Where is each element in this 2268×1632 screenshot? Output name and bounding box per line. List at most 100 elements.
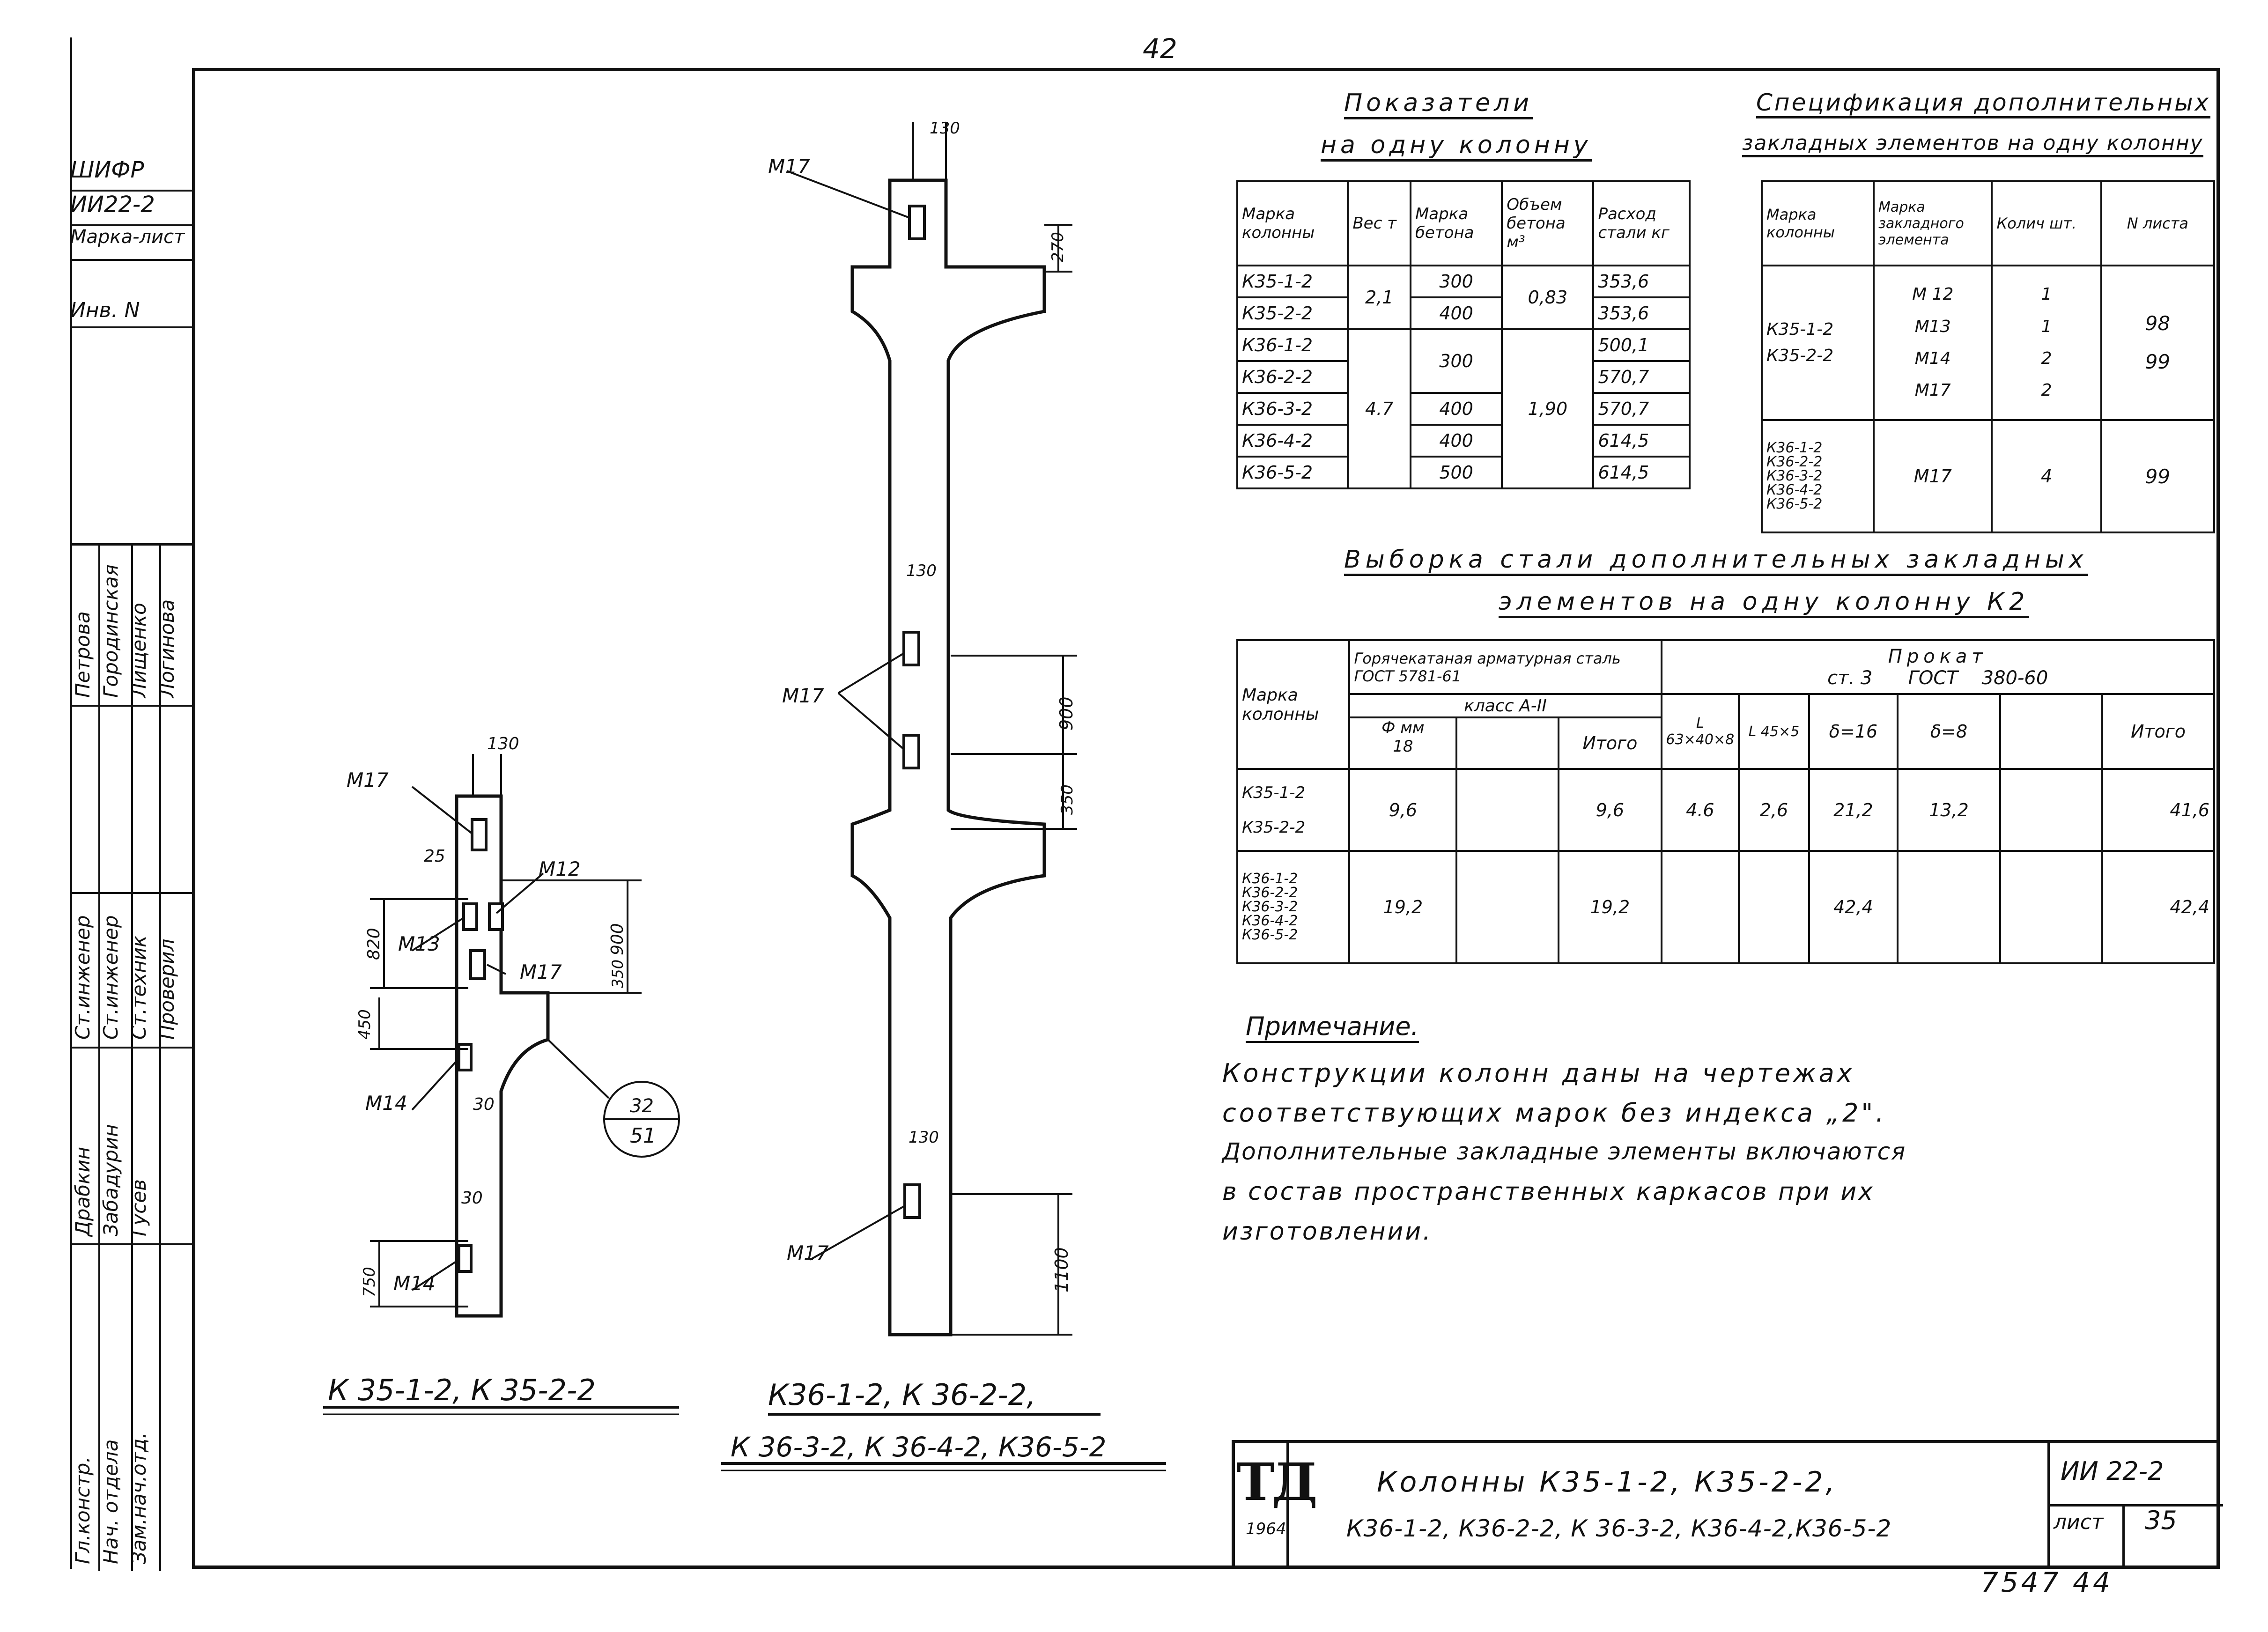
- caption-k35: К 35-1-2, К 35-2-2: [328, 1373, 596, 1407]
- dim-25: 25: [424, 847, 445, 866]
- sel-h-total2: Итого: [2101, 693, 2216, 770]
- logo-td: ТД: [1236, 1452, 1318, 1512]
- ind-r1-concrete: 300: [1409, 265, 1503, 298]
- label-m17-k36-mid: М17: [782, 684, 824, 707]
- spec-title-2: закладных элементов на одну колонну: [1742, 131, 2203, 157]
- label-m14-1: М14: [365, 1092, 407, 1115]
- dim-130-k35: 130: [487, 734, 519, 753]
- dim-820: 820: [364, 928, 384, 960]
- spec-table: Марка колонны Марка закладного элемента …: [1761, 180, 2216, 533]
- sel-h-angle1: L 63×40×8: [1660, 693, 1740, 770]
- sel-r2-v9: 42,4: [2101, 850, 2216, 964]
- dim-270: 270: [1049, 232, 1067, 262]
- ind-r2-steel: 353,6: [1592, 296, 1691, 330]
- title-line-2: К36-1-2, К36-2-2, К 36-3-2, К36-4-2,К36-…: [1346, 1515, 1892, 1542]
- sel-h-plate8: δ=8: [1897, 693, 2001, 770]
- stamp-code: ИИ22-2: [70, 192, 192, 226]
- dim-130-k36: 130: [930, 119, 960, 138]
- ind-h-concrete: Марка бетона: [1409, 180, 1503, 266]
- indicators-title-1: Показатели: [1344, 89, 1533, 119]
- ind-volume-k36: 1,90: [1501, 328, 1595, 489]
- logo-year: 1964: [1246, 1520, 1286, 1538]
- ind-r4-steel: 570,7: [1592, 360, 1691, 394]
- ind-r6-steel: 614,5: [1592, 424, 1691, 458]
- stamp-inv: Инв. N: [70, 298, 192, 328]
- ind-h-weight: Вес т: [1347, 180, 1411, 266]
- ind-r1-steel: 353,6: [1592, 265, 1691, 298]
- sel-r1-v2: [1455, 768, 1560, 852]
- callout-bottom: 51: [630, 1124, 656, 1148]
- sel-h-plate16: δ=16: [1808, 693, 1899, 770]
- stamp-shifr: ШИФР: [70, 157, 192, 192]
- ind-r3-mark: К36-1-2: [1236, 328, 1349, 362]
- sel-r1-v6: 21,2: [1808, 768, 1899, 852]
- caption-k36-line2: К 36-3-2, К 36-4-2, К36-5-2: [731, 1431, 1107, 1463]
- page-number: 42: [1143, 33, 1177, 65]
- dim-350-k35: 350: [609, 960, 627, 988]
- sel-r2-v3: 19,2: [1558, 850, 1662, 964]
- spec-g2-element: М17: [1872, 419, 1993, 533]
- label-m12: М12: [539, 857, 581, 880]
- spec-g1-elements: М 12 М13 М14 М17: [1872, 265, 1993, 421]
- sel-r2-v4: [1660, 850, 1740, 964]
- note-line-4: в состав пространственных каркасов при и…: [1222, 1178, 1875, 1206]
- ind-r5-concrete: 400: [1409, 392, 1503, 426]
- k36-m17-top: [908, 205, 926, 240]
- k35-m13: [462, 902, 478, 931]
- sel-r2-v6: 42,4: [1808, 850, 1899, 964]
- selection-table: Марка колонны Горячекатаная арматурная с…: [1236, 639, 2216, 964]
- title-line-1: Колонны К35-1-2, К35-2-2,: [1377, 1466, 1838, 1499]
- stamp-mark-sheet: Марка-лист: [70, 226, 192, 261]
- spec-g2-count: 4: [1991, 419, 2102, 533]
- sel-r1-v7: 13,2: [1897, 768, 2001, 852]
- k36-m17-bot: [903, 1183, 921, 1219]
- k35-m12: [488, 902, 504, 931]
- dim-130-k36-bot: 130: [909, 1128, 939, 1147]
- note-line-3: Дополнительные закладные элементы включа…: [1222, 1138, 1906, 1165]
- title-sheet-no: 35: [2145, 1506, 2177, 1535]
- ind-weight-k36: 4.7: [1347, 328, 1411, 489]
- footer-number: 7547 44: [1981, 1566, 2113, 1598]
- ind-h-mark: Марка колонны: [1236, 180, 1349, 266]
- k35-m17-top: [471, 818, 488, 851]
- indicators-table: Марка колонны Вес т Марка бетона Объем б…: [1236, 180, 1691, 489]
- label-m17-k35-low: М17: [520, 960, 562, 983]
- spec-g1-counts: 1 1 2 2: [1991, 265, 2102, 421]
- left-stamp: ШИФР ИИ22-2 Марка-лист Инв. N: [70, 157, 192, 328]
- ind-r7-mark: К36-5-2: [1236, 456, 1349, 489]
- sel-h-class: класс А-II: [1348, 693, 1662, 718]
- label-m17-k36-top: М17: [768, 155, 810, 178]
- sel-h-angle2: L 45×5: [1738, 693, 1810, 770]
- dim-30-1: 30: [473, 1095, 495, 1114]
- spec-h-sheet: N листа: [2100, 180, 2216, 266]
- dim-1100: 1100: [1051, 1247, 1072, 1292]
- sel-r2-v7: [1897, 850, 2001, 964]
- note-body: Конструкции колонн даны на чертежах соот…: [1222, 1058, 2112, 1257]
- ind-r3-steel: 500,1: [1592, 328, 1691, 362]
- sel-r1-v8: [1999, 768, 2103, 852]
- note-title: Примечание.: [1246, 1012, 1419, 1043]
- selection-title-1: Выборка стали дополнительных закладных: [1344, 546, 2088, 576]
- indicators-title-2: на одну колонну: [1321, 131, 1592, 162]
- ind-volume-k35: 0,83: [1501, 265, 1595, 330]
- callout-top: 32: [630, 1095, 654, 1117]
- selection-title-2: элементов на одну колонну К2: [1499, 588, 2030, 618]
- spec-title-1: Спецификация дополнительных: [1756, 89, 2211, 118]
- ind-r7-steel: 614,5: [1592, 456, 1691, 489]
- ind-r5-mark: К36-3-2: [1236, 392, 1349, 426]
- sel-r2-v8: [1999, 850, 2103, 964]
- title-sheet-label: лист: [2054, 1510, 2104, 1534]
- spec-g2-columns: К36-1-2 К36-2-2 К36-3-2 К36-4-2 К36-5-2: [1761, 419, 1875, 533]
- dim-900-k35: 900: [608, 923, 627, 955]
- caption-k36-line1: К36-1-2, К 36-2-2,: [768, 1378, 1036, 1412]
- spec-g1-columns: К35-1-2 К35-2-2: [1761, 265, 1875, 421]
- sel-r1-v5: 2,6: [1738, 768, 1810, 852]
- ind-r6-concrete: 400: [1409, 424, 1503, 458]
- title-block: [1232, 1440, 2223, 1569]
- spec-h-element: Марка закладного элемента: [1872, 180, 1993, 266]
- ind-r2-concrete: 400: [1409, 296, 1503, 330]
- dim-750: 750: [360, 1267, 379, 1297]
- dim-30-2: 30: [461, 1189, 483, 1208]
- note-line-2: соответствующих марок без индекса „2".: [1222, 1098, 1887, 1128]
